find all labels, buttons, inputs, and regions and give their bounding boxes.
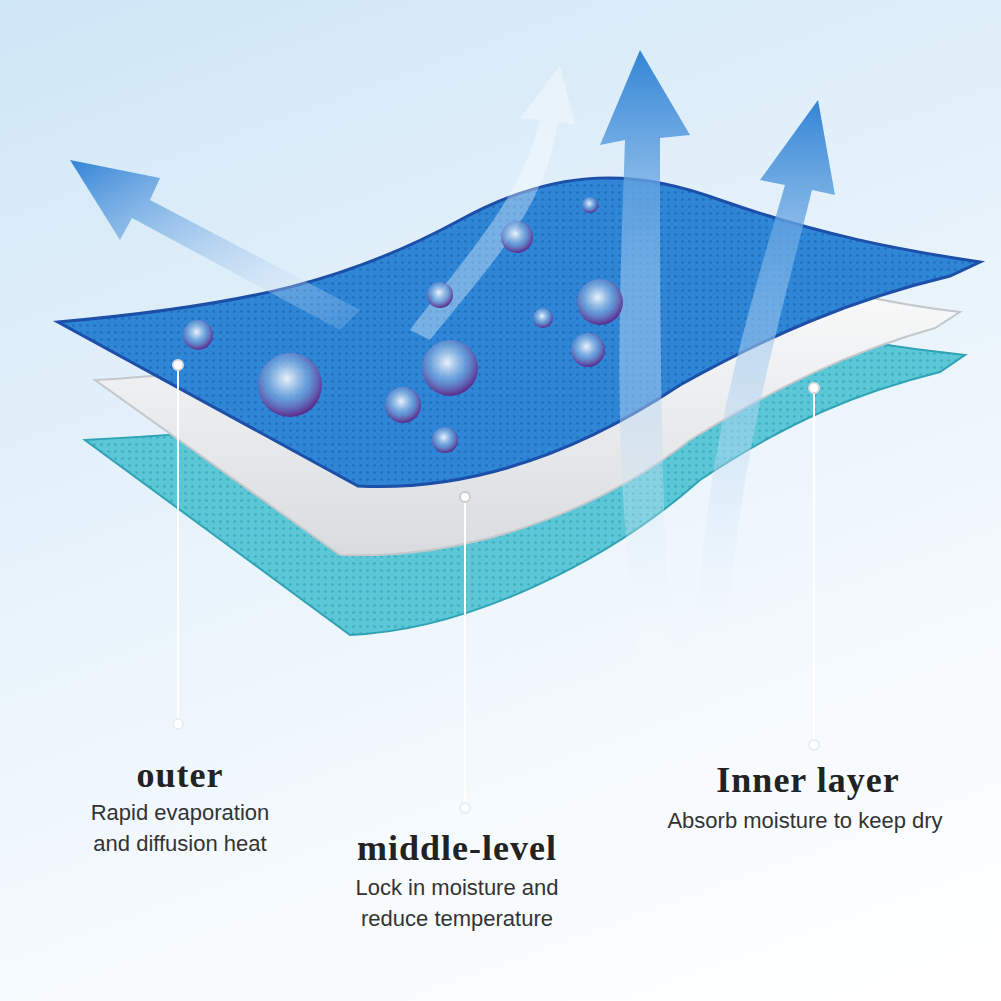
leader-lines <box>173 360 819 813</box>
air-arrow <box>600 50 690 665</box>
air-arrow <box>410 65 575 340</box>
layer-description: Absorb moisture to keep dry <box>615 805 995 836</box>
layer-title: middle-level <box>357 828 557 868</box>
heat-arrow <box>70 160 360 330</box>
layer-description: Rapid evaporation and diffusion heat <box>74 797 286 859</box>
outer-sheet <box>58 178 980 487</box>
water-droplets <box>183 197 623 453</box>
layer-description: Lock in moisture and reduce temperature <box>331 872 583 934</box>
layer-title: Inner layer <box>716 760 899 800</box>
layer-title: outer <box>137 755 224 795</box>
